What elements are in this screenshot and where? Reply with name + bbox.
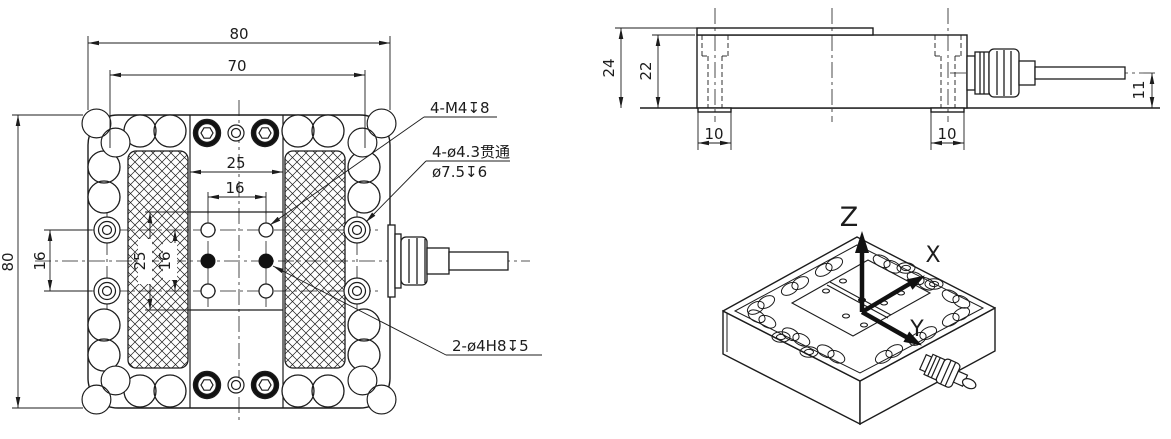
dim-cable-axis: 11: [1130, 80, 1148, 99]
iso-axis-labels: Z X Y: [840, 202, 941, 342]
hatched-regions: [127, 150, 346, 369]
top-view: [12, 36, 542, 424]
cable-gland-side-view: [966, 48, 1126, 98]
dim-foot-right: 10: [937, 125, 956, 143]
annotation-tapped-holes: 4-M4↧8: [430, 99, 490, 117]
y-axis-label: Y: [909, 317, 924, 342]
m4-tapped-holes: [200, 222, 274, 299]
annotation-dowel-holes: 2-ø4H8↧5: [452, 337, 529, 355]
y-axis-arrow: [860, 310, 910, 340]
dim-grid-width-outer: 25: [226, 154, 245, 172]
iso-top-face: [722, 236, 996, 382]
dim-grid-width-inner: 16: [225, 179, 244, 197]
iso-axes: [859, 247, 913, 340]
iso-edge-scallops: [746, 254, 971, 364]
annotation-through-holes-1: 4-ø4.3贯通: [432, 143, 510, 161]
dowel-pin-holes: [200, 253, 274, 269]
hidden-holes: [701, 35, 962, 108]
z-axis-label: Z: [840, 202, 859, 233]
cable-gland-top-view: [387, 224, 509, 298]
dim-width-plate: 70: [227, 57, 246, 75]
side-view-dimensions: [615, 27, 1155, 150]
annotation-through-holes-2: ø7.5↧6: [432, 163, 487, 181]
top-view-leaders: [269, 116, 542, 356]
dim-height-overall: 80: [0, 252, 17, 271]
iso-cable-gland: [918, 353, 977, 390]
iso-view: [722, 231, 996, 426]
dim-height-overall: 24: [600, 58, 618, 77]
side-view-dim-labels: 24 22 10 10 11: [600, 58, 1148, 143]
top-view-dim-labels: 80 70 80 16 25 16 25 16 4-M4↧8 4-ø4.3贯通 …: [0, 25, 529, 355]
dim-grid-height-outer: 25: [131, 251, 149, 270]
dim-side-hole-spacing: 16: [31, 251, 49, 270]
top-view-dimensions: [12, 36, 391, 409]
side-top-plate: [696, 27, 874, 36]
dim-height-base: 22: [637, 61, 655, 80]
iso-corner-holes: [771, 262, 944, 358]
side-foot-right: [930, 107, 965, 113]
side-foot-left: [697, 107, 732, 113]
dim-grid-height-inner: 16: [156, 251, 174, 270]
x-axis-arrow: [860, 281, 913, 314]
side-view: [615, 8, 1160, 150]
dim-foot-left: 10: [704, 125, 723, 143]
center-band-lines: [189, 115, 284, 408]
x-axis-label: X: [925, 243, 940, 268]
iso-axis-arrowheads: [855, 231, 925, 346]
dim-width-overall: 80: [229, 25, 248, 43]
